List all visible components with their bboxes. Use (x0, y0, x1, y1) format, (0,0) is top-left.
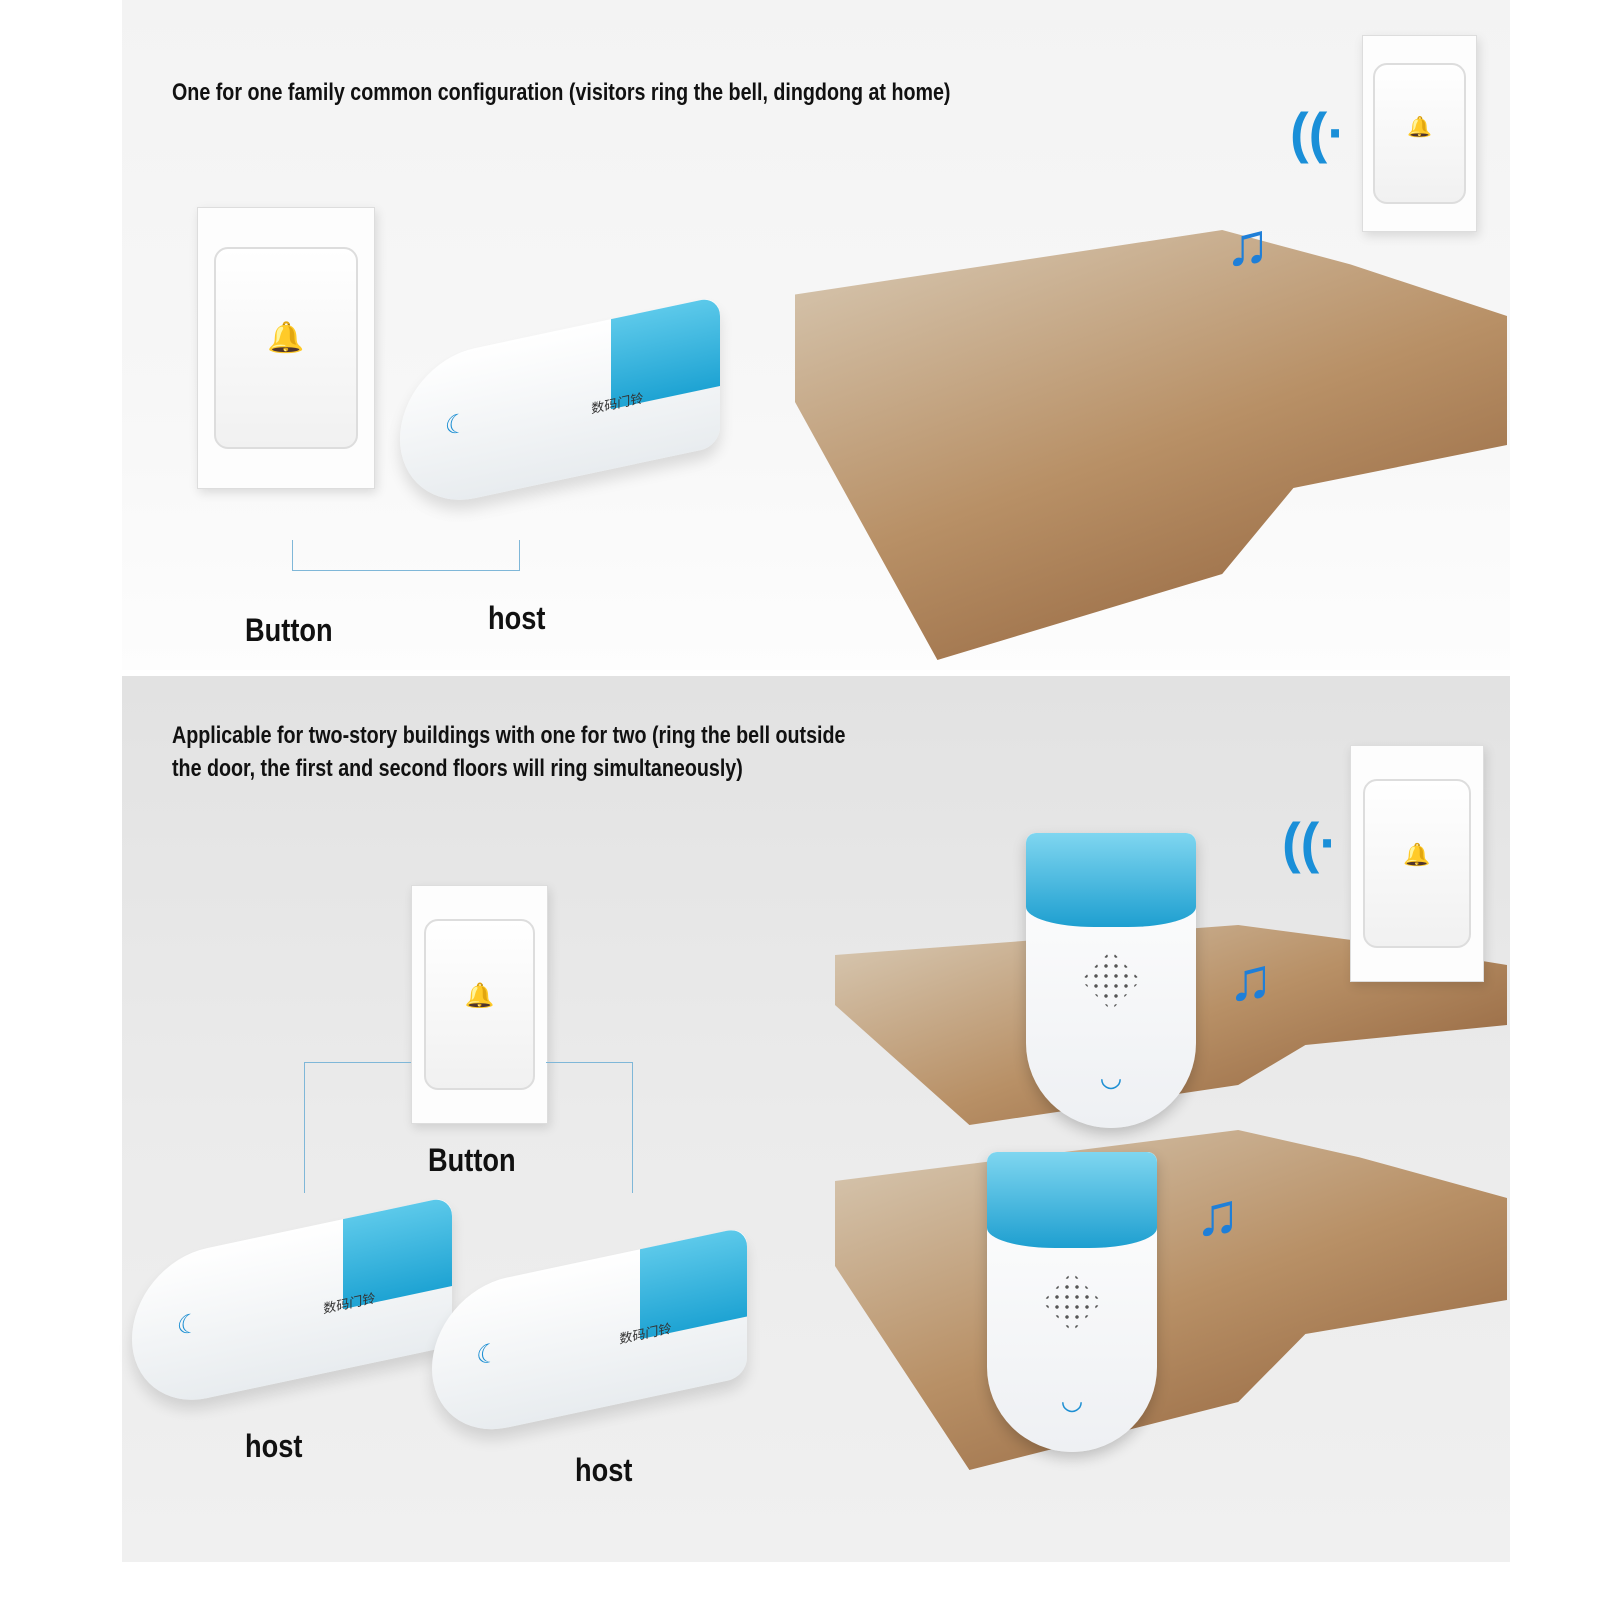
connector-line (292, 540, 520, 571)
connector-line-left (304, 1062, 411, 1193)
host-label-left: host (245, 1428, 303, 1464)
music-note-icon: ♫ (1228, 946, 1273, 1013)
bell-icon: 🔔 (267, 321, 305, 355)
bell-icon: 🔔 (1407, 116, 1432, 139)
moon-icon: ◡ (1060, 1385, 1084, 1415)
moon-icon: ☾ (444, 406, 469, 442)
music-note-icon: ♫ (1195, 1181, 1240, 1248)
wifi-signal-icon: ((· (1290, 101, 1346, 164)
bottom-heading-line1: Applicable for two-story buildings with … (172, 722, 846, 749)
wifi-signal-icon: ((· (1282, 811, 1338, 874)
doorbell-button-unit-small: 🔔 (1350, 745, 1484, 982)
bottom-heading-line2: the door, the first and second floors wi… (172, 755, 743, 782)
button-label: Button (428, 1142, 516, 1178)
doorbell-host-tall-upper: ◡ (1026, 833, 1196, 1128)
host-tag: 数码门铃 (323, 1290, 376, 1317)
bell-icon: 🔔 (1403, 842, 1431, 868)
doorbell-button-unit-small: 🔔 (1362, 35, 1477, 232)
bottom-panel (122, 676, 1510, 1562)
bell-icon: 🔔 (464, 982, 495, 1010)
button-label: Button (245, 612, 333, 648)
doorbell-button-unit: 🔔 (197, 207, 375, 489)
music-note-icon: ♫ (1225, 211, 1270, 278)
host-tag: 数码门铃 (591, 390, 644, 417)
host-label: host (488, 600, 546, 636)
doorbell-host-tall-lower: ◡ (987, 1152, 1157, 1452)
moon-icon: ☾ (476, 1336, 500, 1372)
doorbell-button-unit: 🔔 (411, 885, 548, 1124)
moon-icon: ◡ (1099, 1061, 1123, 1092)
connector-line-right (546, 1062, 633, 1193)
host-tag: 数码门铃 (619, 1320, 672, 1347)
top-heading: One for one family common configuration … (172, 79, 951, 106)
moon-icon: ☾ (176, 1306, 201, 1342)
host-label-right: host (575, 1452, 633, 1488)
